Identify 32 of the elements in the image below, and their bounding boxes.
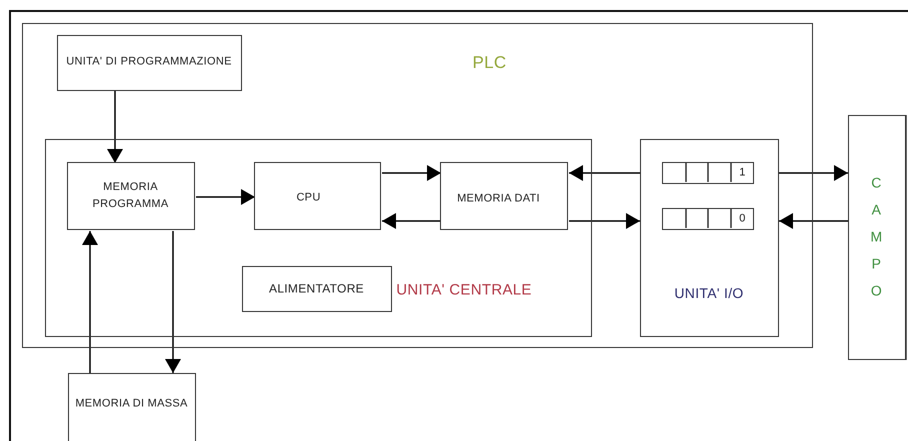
arrow — [107, 91, 123, 163]
arrow — [779, 213, 848, 229]
process-box — [67, 162, 195, 230]
arrow — [196, 189, 255, 205]
central-unit-panel — [44, 138, 592, 336]
field-label: C A M P O — [870, 173, 884, 300]
register-bit: 0 — [738, 210, 747, 226]
process-box — [242, 266, 392, 312]
panel-title: UNITA' I/O — [673, 284, 745, 304]
register-bit: 1 — [738, 164, 747, 180]
panel-title: UNITA' CENTRALE — [395, 280, 533, 300]
box-label: MEMORIA DATI — [456, 190, 541, 206]
arrow — [569, 165, 640, 181]
box-label: UNITA' DI PROGRAMMAZIONE — [65, 54, 233, 70]
process-box — [56, 34, 242, 90]
arrow — [569, 213, 640, 229]
arrow — [779, 165, 848, 181]
io-unit-panel — [640, 138, 778, 336]
process-box — [68, 373, 196, 441]
arrow — [165, 231, 181, 373]
process-box — [440, 162, 568, 230]
panel-title: PLC — [472, 51, 508, 74]
arrow — [382, 165, 441, 181]
box-label: MEMORIA PROGRAMMA — [91, 179, 170, 212]
field-box — [848, 115, 906, 360]
box-label: ALIMENTATORE — [268, 280, 365, 298]
box-label: MEMORIA DI MASSA — [74, 396, 189, 411]
process-box — [254, 162, 381, 230]
arrow — [382, 213, 441, 229]
arrow — [82, 231, 98, 373]
box-label: CPU — [295, 190, 322, 205]
plc-panel — [22, 23, 813, 348]
